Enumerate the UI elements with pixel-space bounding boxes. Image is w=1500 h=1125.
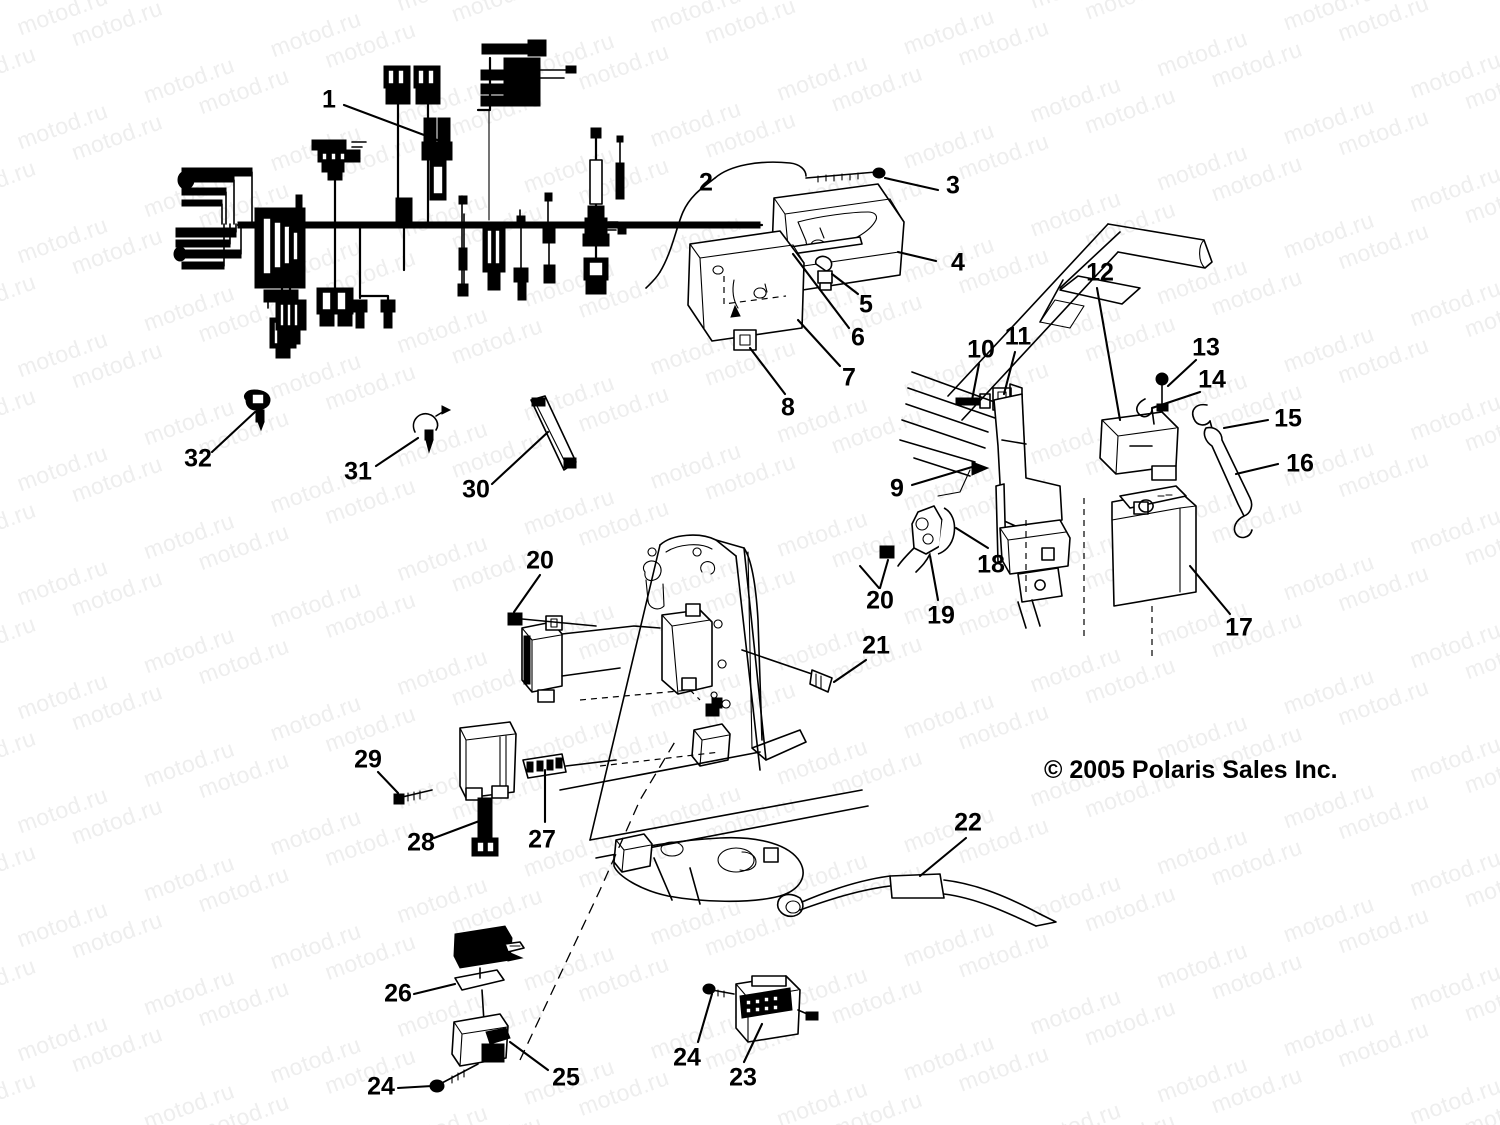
callout-coil-mounting-screw: 29: [354, 745, 382, 774]
callout-wire-retainer-strip: 30: [462, 475, 490, 504]
callout-battery-hold-down-strap: 16: [1286, 449, 1314, 478]
callout-battery-hold-down-bracket: 9: [890, 474, 904, 503]
callout-mounting-screw: 20: [866, 586, 894, 615]
callout-battery-terminal-nut: 14: [1198, 365, 1226, 394]
callout-taillight-gasket: 6: [851, 323, 865, 352]
callout-ignition-coil: 28: [407, 828, 435, 857]
part-battery-ground-cable: [776, 836, 1057, 927]
callout-solenoid-screw: 24: [367, 1072, 395, 1101]
callout-taillight-bulb-socket: 5: [859, 290, 873, 319]
callout-cable-tie-mount: 31: [344, 457, 372, 486]
callout-battery-tray: 18: [977, 550, 1005, 579]
part-coil-and-bolt: [507, 564, 881, 717]
part-small-hardware: [210, 389, 577, 486]
callout-wire-clamp: 32: [184, 444, 212, 473]
callout-battery: 17: [1225, 613, 1253, 642]
callout-voltage-regulator: 12: [1086, 258, 1114, 287]
part-main-wiring-harness: [173, 39, 764, 359]
callout-mounting-bolt: 21: [862, 631, 890, 660]
part-main-frame: [519, 534, 869, 1061]
callout-mounting-screw: 20: [526, 546, 554, 575]
callout-taillight-wire-lead: 2: [699, 168, 713, 197]
callout-fuse-block: 27: [528, 825, 556, 854]
callout-taillight-screw: 3: [946, 171, 960, 200]
callout-starter-solenoid: 23: [729, 1063, 757, 1092]
callout-frame-ground-stud: 10: [967, 335, 995, 364]
callout-main-wiring-harness: 1: [322, 85, 336, 114]
part-starter-solenoid: [696, 975, 819, 1064]
part-ignition-coil-fuseblock: [376, 721, 617, 857]
part-relay-assembly: [396, 925, 550, 1093]
callout-taillight-lens: 4: [951, 248, 965, 277]
callout-battery-ground-cable: 22: [954, 808, 982, 837]
copyright-notice: © 2005 Polaris Sales Inc.: [1044, 756, 1338, 784]
callout-battery-terminal-bolt: 13: [1192, 333, 1220, 362]
callout-battery-hold-down-hook: 15: [1274, 404, 1302, 433]
callout-frame-mount-tab: 11: [1004, 322, 1032, 351]
callout-relay: 25: [552, 1063, 580, 1092]
callout-solenoid-screw: 24: [673, 1043, 701, 1072]
callout-taillight-grommet: 8: [781, 393, 795, 422]
callout-taillight-housing: 7: [842, 363, 856, 392]
callout-relay-bracket: 26: [384, 979, 412, 1008]
part-rear-frame-battery-area: [878, 223, 1280, 660]
part-taillight-assembly: [645, 161, 940, 396]
callout-starter-solenoid-bracket: 19: [927, 601, 955, 630]
